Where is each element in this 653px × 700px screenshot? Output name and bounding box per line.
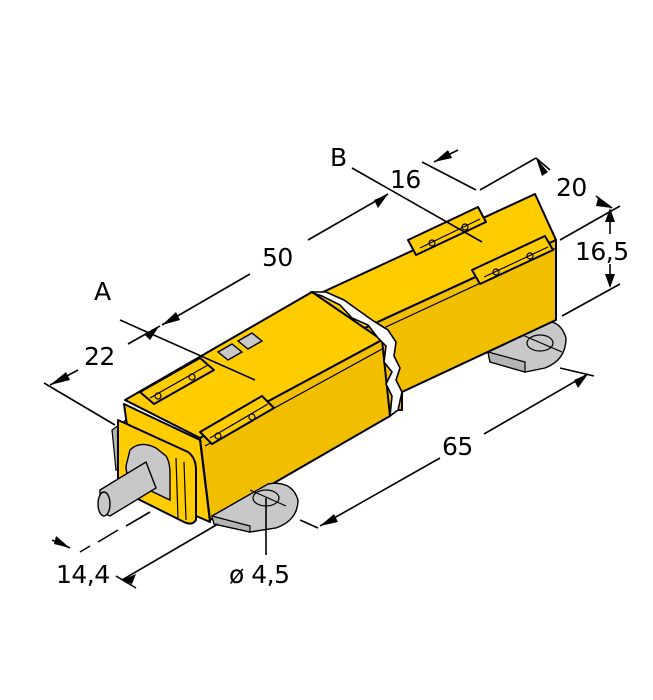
dim-20: 20: [556, 173, 587, 202]
connector-slot-a1: [139, 357, 215, 405]
marker-b: B: [330, 143, 347, 172]
led-indicators: [216, 332, 264, 361]
dim-22: 22: [84, 342, 115, 371]
connector-slot-b1: [407, 206, 487, 256]
dim-50: 50: [262, 243, 293, 272]
marker-a: A: [94, 277, 111, 306]
mounting-tab-left: [211, 482, 299, 533]
dimension-lines: [43, 149, 621, 589]
dim-65: 65: [442, 432, 473, 461]
dim-16-5: 16,5: [575, 237, 629, 266]
connector-slot-b2: [471, 235, 554, 285]
dim-hole-diameter: ø 4,5: [229, 560, 290, 589]
cable: [97, 460, 157, 517]
housing-left: [124, 291, 391, 521]
break-line: [309, 291, 403, 418]
connector-slot-a2: [199, 395, 275, 445]
dim-16: 16: [390, 165, 421, 194]
mounting-tab-right: [487, 320, 567, 373]
dim-14-4: 14,4: [56, 560, 110, 589]
